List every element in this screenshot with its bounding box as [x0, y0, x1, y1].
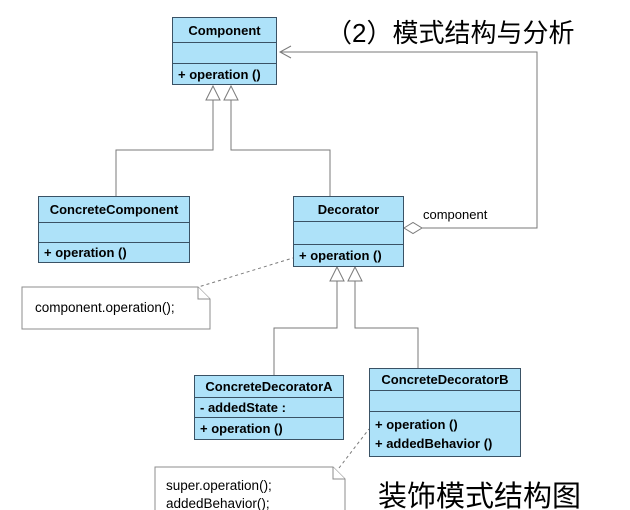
- class-concrete-decorator-b: ConcreteDecoratorB + operation () + adde…: [369, 368, 521, 457]
- note-2-line-2: addedBehavior();: [166, 496, 270, 510]
- class-component: Component + operation (): [172, 17, 277, 85]
- method-label: + operation (): [200, 421, 283, 436]
- method-label: + operation (): [178, 66, 261, 82]
- open-arrow-icon: [278, 45, 292, 59]
- attribute-label: - addedState :: [200, 400, 286, 415]
- class-concrete-decorator-a-title: ConcreteDecoratorA: [195, 376, 343, 398]
- method-label: + operation (): [299, 248, 382, 263]
- generalization-arrow-icon: [205, 84, 221, 101]
- association-role-label: component: [423, 207, 488, 222]
- method-label: + operation (): [44, 245, 127, 260]
- class-component-title: Component: [173, 18, 276, 43]
- diagram-caption: 装饰模式结构图: [378, 481, 582, 510]
- class-concrete-component-attributes: [39, 223, 189, 243]
- aggregation-diamond-icon: [403, 221, 423, 235]
- class-concrete-decorator-b-attributes: [370, 391, 520, 412]
- method-label: + addedBehavior (): [375, 436, 493, 451]
- generalization-arrow-icon: [329, 265, 345, 282]
- note-anchor-line-1: [194, 257, 294, 289]
- generalization-line-concretecomponent: [115, 100, 214, 196]
- class-concrete-decorator-b-methods: + operation () + addedBehavior (): [370, 412, 520, 456]
- class-decorator-attributes: [294, 222, 403, 245]
- class-concrete-decorator-a-methods: + operation (): [195, 418, 343, 439]
- note-1-fold-icon: [197, 287, 210, 300]
- class-concrete-decorator-a: ConcreteDecoratorA - addedState : + oper…: [194, 375, 344, 440]
- generalization-line-decorator: [230, 100, 331, 196]
- class-concrete-component: ConcreteComponent + operation (): [38, 196, 190, 263]
- note-1-text: component.operation();: [35, 300, 175, 315]
- method-label: + operation (): [375, 417, 458, 432]
- class-component-methods: + operation (): [173, 64, 276, 84]
- class-component-attributes: [173, 43, 276, 64]
- class-decorator: Decorator + operation (): [293, 196, 404, 267]
- class-concrete-decorator-a-attributes: - addedState :: [195, 398, 343, 418]
- generalization-arrow-icon: [223, 84, 239, 101]
- generalization-line-concretedecoratora: [273, 281, 338, 375]
- note-2-fold-icon: [332, 467, 345, 480]
- class-concrete-decorator-b-title: ConcreteDecoratorB: [370, 369, 520, 391]
- note-2-line-1: super.operation();: [166, 478, 272, 493]
- class-concrete-component-title: ConcreteComponent: [39, 197, 189, 223]
- class-decorator-methods: + operation (): [294, 245, 403, 266]
- generalization-arrow-icon: [347, 265, 363, 282]
- class-decorator-title: Decorator: [294, 197, 403, 222]
- class-concrete-component-methods: + operation (): [39, 243, 189, 262]
- generalization-line-concretedecoratorb: [354, 281, 419, 368]
- note-2-text: super.operation(); addedBehavior();: [166, 477, 272, 510]
- page-title: （2）模式结构与分析: [326, 18, 575, 48]
